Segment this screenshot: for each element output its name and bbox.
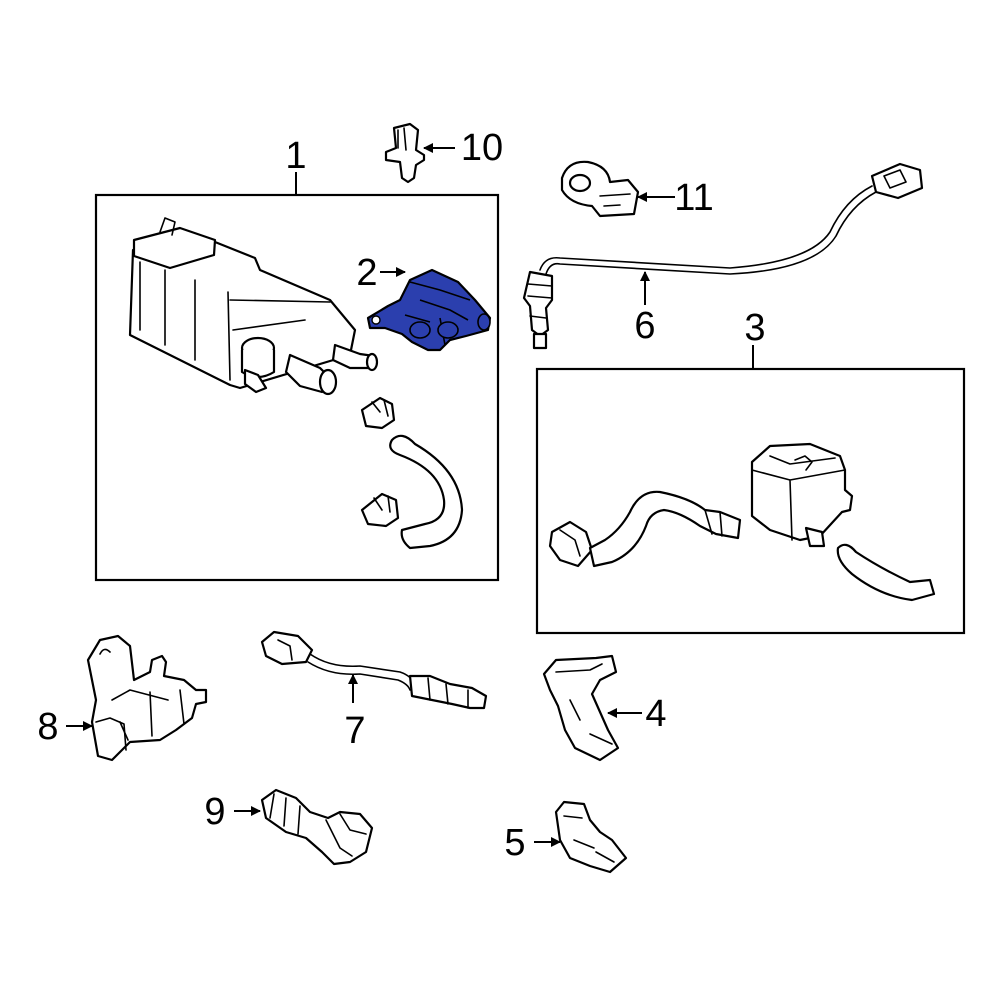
- part-8-bracket: 8: [37, 634, 208, 762]
- part-10-sensor: 10: [384, 122, 503, 184]
- highlighted-part-2: 2: [356, 252, 492, 352]
- part-11-knock-sensor: 11: [560, 160, 714, 219]
- callout-1: 1: [285, 135, 306, 177]
- charcoal-canister: [128, 217, 379, 396]
- callout-2: 2: [356, 252, 377, 294]
- callout-7: 7: [344, 710, 365, 752]
- canister-hose: [360, 396, 464, 550]
- callout-10: 10: [461, 127, 503, 169]
- part-2-body: [366, 268, 492, 352]
- box-3-canister: [750, 442, 936, 602]
- callout-6: 6: [634, 305, 655, 347]
- callout-4: 4: [645, 693, 666, 735]
- part-9-sensor: 9: [204, 788, 374, 866]
- group-box-1: 1: [94, 135, 500, 582]
- part-7-oxygen-sensor: 7: [260, 630, 488, 752]
- callout-9: 9: [204, 791, 225, 833]
- callout-8: 8: [37, 706, 58, 748]
- callout-3: 3: [744, 307, 765, 349]
- group-box-3: 3: [535, 307, 966, 635]
- box-3-hose: [548, 490, 742, 568]
- callout-11: 11: [674, 177, 713, 219]
- part-6-oxygen-sensor: 6: [522, 162, 924, 350]
- part-4-heat-shield: 4: [542, 654, 667, 762]
- part-5-heat-shield: 5: [504, 800, 628, 874]
- callout-5: 5: [504, 822, 525, 864]
